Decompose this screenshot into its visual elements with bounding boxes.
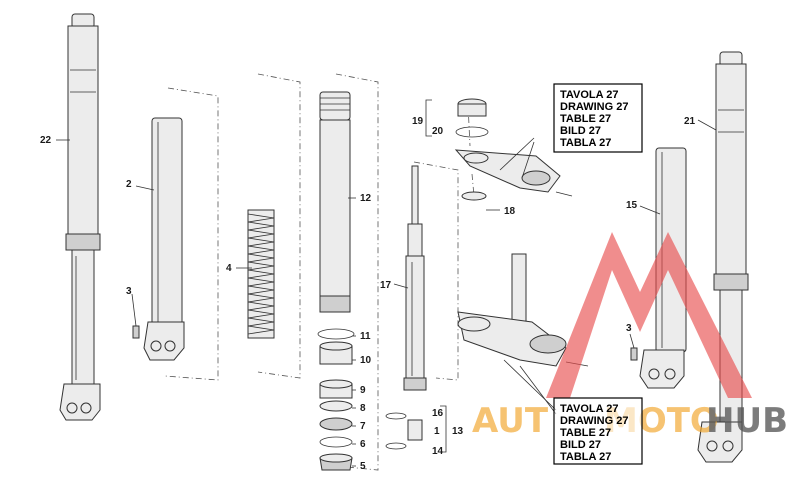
callout-4: 4	[226, 263, 232, 274]
upper-triple-clamp	[425, 98, 573, 201]
callout-10: 10	[360, 355, 372, 366]
watermark-text-left: AUT	[472, 401, 549, 441]
callout-6: 6	[360, 439, 366, 450]
ref-top-line-1: TAVOLA 27	[560, 89, 618, 101]
watermark-text-right: HUB	[706, 401, 788, 441]
ref-top-line-3: TABLE 27	[560, 113, 611, 125]
callout-22: 22	[40, 135, 52, 146]
callout-11: 11	[360, 331, 371, 342]
callout-7: 7	[360, 421, 366, 432]
callout-3-right: 3	[626, 323, 632, 334]
leader-lines	[56, 119, 717, 467]
callout-12: 12	[360, 193, 372, 204]
callout-17: 17	[380, 280, 392, 291]
lower-triple-clamp	[457, 253, 589, 367]
callout-9: 9	[360, 385, 366, 396]
watermark-triangle-icon	[546, 232, 752, 398]
callout-5: 5	[360, 461, 366, 472]
callout-20: 20	[432, 126, 444, 137]
ref-bottom-line-4: BILD 27	[560, 439, 601, 451]
ref-bottom-line-1: TAVOLA 27	[560, 403, 618, 415]
part-22-fork-leg	[59, 13, 101, 421]
ref-bottom-line-3: TABLE 27	[560, 427, 611, 439]
callout-15: 15	[626, 200, 638, 211]
callout-21: 21	[684, 116, 696, 127]
callout-3: 3	[126, 286, 132, 297]
ref-top-line-2: DRAWING 27	[560, 101, 628, 113]
part-3-screw-right	[629, 333, 638, 361]
callout-14: 14	[432, 446, 444, 457]
ref-top-line-5: TABLA 27	[560, 137, 611, 149]
part-4-spring	[247, 209, 275, 339]
callout-2: 2	[126, 179, 132, 190]
callout-8: 8	[360, 403, 366, 414]
callout-labels: 22 2 3 4 12 11 10 9 8 7 6 5 17 16 1 14 1…	[40, 116, 696, 472]
reference-box-top: TAVOLA 27 DRAWING 27 TABLE 27 BILD 27 TA…	[553, 83, 643, 153]
ref-bottom-line-2: DRAWING 27	[560, 415, 628, 427]
ref-bottom-line-5: TABLA 27	[560, 451, 611, 463]
part-3-screw-left	[131, 293, 140, 339]
ref-top-line-4: BILD 27	[560, 125, 601, 137]
parts-5-to-11-seals	[317, 328, 355, 471]
parts-13-valve-group	[385, 405, 447, 453]
callout-18: 18	[504, 206, 516, 217]
callout-1: 1	[434, 426, 440, 437]
reference-box-bottom: TAVOLA 27 DRAWING 27 TABLE 27 BILD 27 TA…	[553, 397, 643, 465]
callout-13: 13	[452, 426, 464, 437]
callout-19: 19	[412, 116, 424, 127]
part-17-cartridge	[403, 165, 427, 391]
callout-16: 16	[432, 408, 444, 419]
part-12-outer-tube	[319, 91, 351, 313]
part-2-inner-tube	[143, 117, 185, 361]
